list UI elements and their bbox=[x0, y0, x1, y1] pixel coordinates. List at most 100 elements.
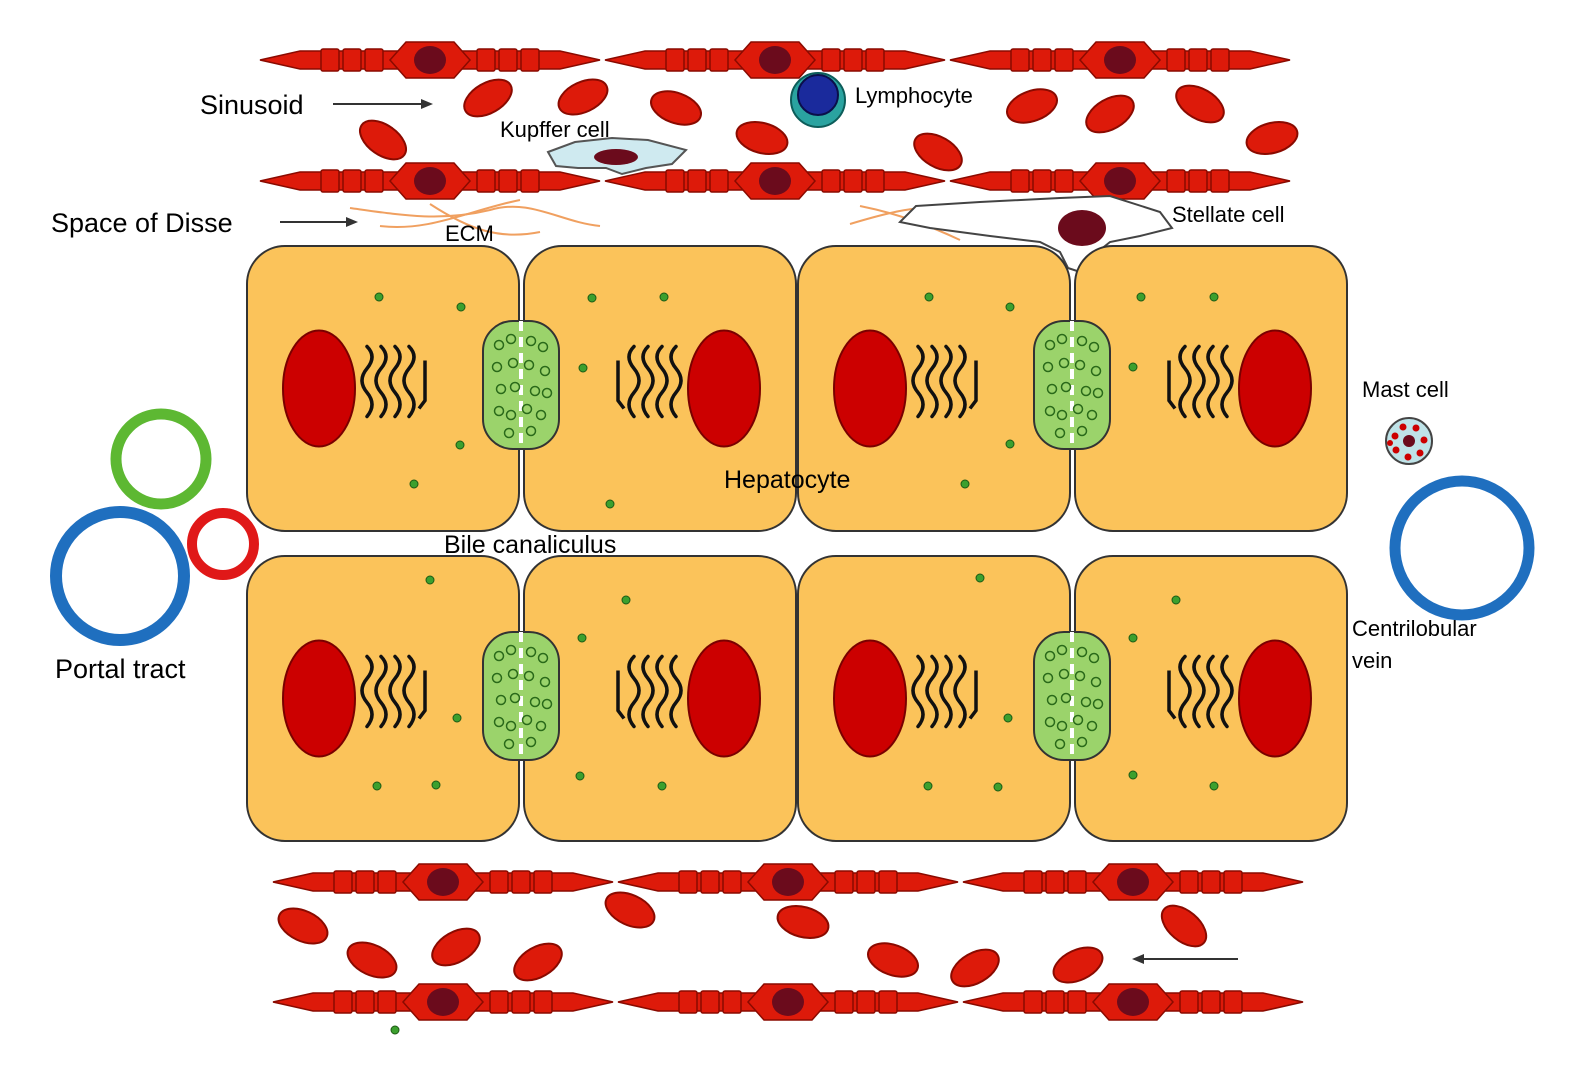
hepatocyte-cell bbox=[1074, 245, 1348, 532]
lymphocyte bbox=[790, 72, 846, 128]
label-ecm: ECM bbox=[445, 221, 494, 246]
red-blood-cell bbox=[557, 78, 609, 116]
granule bbox=[1005, 439, 1015, 449]
label-centrilobular: Centrilobular bbox=[1352, 616, 1477, 641]
granule bbox=[455, 440, 465, 450]
bile-canaliculus bbox=[1033, 320, 1111, 450]
granule bbox=[374, 292, 384, 302]
granule bbox=[452, 713, 462, 723]
endothelial-layer-bottom-lower bbox=[272, 983, 1304, 1021]
granule bbox=[456, 302, 466, 312]
granule bbox=[923, 781, 933, 791]
granule bbox=[1136, 292, 1146, 302]
granule bbox=[1209, 781, 1219, 791]
endothelial-cell bbox=[604, 41, 946, 79]
granule bbox=[390, 1025, 400, 1035]
endothelial-cell bbox=[949, 162, 1291, 200]
stellate-nucleus bbox=[1058, 210, 1106, 246]
label-mast-cell: Mast cell bbox=[1362, 377, 1449, 402]
granule bbox=[993, 782, 1003, 792]
endothelial-cell bbox=[962, 863, 1304, 901]
sinusoid-arrow bbox=[333, 99, 433, 109]
granule bbox=[1005, 302, 1015, 312]
red-blood-cell bbox=[1175, 84, 1225, 124]
endothelial-cell bbox=[949, 41, 1291, 79]
endothelial-cell bbox=[259, 162, 601, 200]
granule bbox=[587, 293, 597, 303]
label-vein: vein bbox=[1352, 648, 1392, 673]
granule bbox=[372, 781, 382, 791]
portal-vein-ring bbox=[50, 506, 190, 646]
nucleus bbox=[687, 329, 761, 448]
label-kupffer-cell: Kupffer cell bbox=[500, 117, 610, 142]
endothelial-layer-top-upper bbox=[259, 41, 1291, 79]
endothelial-cell bbox=[272, 983, 614, 1021]
labels: Sinusoid Space of Disse Kupffer cell Lym… bbox=[51, 83, 1477, 684]
bile-canaliculus bbox=[1033, 631, 1111, 761]
arrows bbox=[280, 99, 1238, 964]
endothelial-layer-bottom-upper bbox=[272, 863, 1304, 901]
hepatocyte-cell bbox=[797, 555, 1071, 842]
endothelial-layer-top-lower bbox=[259, 162, 1291, 200]
red-blood-cell bbox=[1245, 121, 1299, 155]
hepatocyte-cell bbox=[246, 555, 520, 842]
centrilobular-vein-ring bbox=[1389, 475, 1535, 621]
endothelial-cell bbox=[962, 983, 1304, 1021]
red-blood-cells-bottom bbox=[277, 891, 1208, 988]
label-stellate-cell: Stellate cell bbox=[1172, 202, 1285, 227]
nucleus bbox=[833, 639, 907, 758]
red-blood-cell bbox=[1160, 904, 1208, 948]
red-blood-cell bbox=[776, 905, 830, 939]
red-blood-cell bbox=[604, 891, 656, 929]
red-blood-cell bbox=[463, 78, 513, 118]
granule bbox=[425, 575, 435, 585]
granule bbox=[409, 479, 419, 489]
granule bbox=[605, 499, 615, 509]
nucleus bbox=[1238, 639, 1312, 758]
label-sinusoid: Sinusoid bbox=[200, 90, 304, 120]
granule bbox=[1128, 362, 1138, 372]
red-blood-cell bbox=[913, 132, 963, 172]
granule bbox=[1128, 770, 1138, 780]
red-blood-cell bbox=[277, 907, 329, 945]
nucleus bbox=[282, 639, 356, 758]
hepatic-artery-ring bbox=[187, 508, 259, 580]
granule bbox=[577, 633, 587, 643]
granule bbox=[1128, 633, 1138, 643]
hepatocyte-plate bbox=[246, 245, 1348, 842]
bile-duct-ring bbox=[110, 408, 212, 510]
red-blood-cell bbox=[1085, 94, 1135, 134]
red-blood-cell bbox=[513, 942, 563, 982]
red-blood-cell bbox=[359, 119, 407, 161]
granule bbox=[960, 479, 970, 489]
hepatocyte-cell bbox=[797, 245, 1071, 532]
endothelial-cell bbox=[604, 162, 946, 200]
granule bbox=[659, 292, 669, 302]
red-blood-cell bbox=[735, 121, 789, 155]
label-bile-canaliculus: Bile canaliculus bbox=[444, 531, 616, 559]
red-blood-cell bbox=[1006, 88, 1058, 124]
granule bbox=[1171, 595, 1181, 605]
red-blood-cell bbox=[650, 90, 702, 126]
endothelial-cell bbox=[617, 863, 959, 901]
red-blood-cells-top bbox=[359, 78, 1299, 172]
granule bbox=[924, 292, 934, 302]
hepatocyte-cell bbox=[1074, 555, 1348, 842]
granule bbox=[1209, 292, 1219, 302]
nucleus bbox=[687, 639, 761, 758]
label-lymphocyte: Lymphocyte bbox=[855, 83, 973, 108]
kupffer-cell bbox=[546, 136, 688, 176]
space-of-disse-arrow bbox=[280, 217, 358, 227]
red-blood-cell bbox=[867, 942, 919, 978]
hepatocyte-cell bbox=[246, 245, 520, 532]
label-portal-tract: Portal tract bbox=[55, 654, 186, 684]
flow-arrow bbox=[1132, 954, 1238, 964]
bile-canaliculus bbox=[482, 631, 560, 761]
red-blood-cell bbox=[950, 948, 1000, 988]
label-hepatocyte: Hepatocyte bbox=[724, 466, 850, 494]
nucleus bbox=[282, 329, 356, 448]
ecm-fibers bbox=[349, 199, 961, 241]
granule bbox=[431, 780, 441, 790]
granule bbox=[975, 573, 985, 583]
